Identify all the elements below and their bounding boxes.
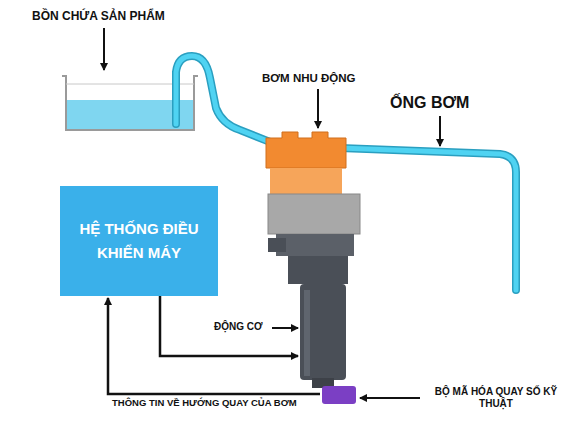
motor xyxy=(300,284,346,380)
box-text: HỆ THỐNG ĐIỀU KHIỂN MÁY xyxy=(68,217,210,265)
tube-label: ỐNG BƠM xyxy=(390,94,500,112)
encoder xyxy=(322,386,356,404)
leader-arrow xyxy=(360,397,420,399)
feedback-wire xyxy=(108,298,320,394)
leader-arrow xyxy=(317,89,319,128)
pump-tube xyxy=(176,56,516,290)
control-box: HỆ THỐNG ĐIỀU KHIỂN MÁY xyxy=(60,186,218,296)
motor-label: ĐỘNG CƠ xyxy=(214,321,270,333)
motor-flange xyxy=(276,234,354,256)
motor-coupling xyxy=(288,256,348,284)
pump-block xyxy=(268,194,360,234)
motor-highlight xyxy=(304,290,310,376)
motor-flange-tab xyxy=(268,238,286,252)
encoder-label: BỘ MÃ HÓA QUAY SỐ KỸ THUẬT xyxy=(426,386,566,409)
pump-tube-outline xyxy=(176,56,516,290)
feedback-label: THÔNG TIN VỀ HƯỚNG QUAY CỦA BƠM xyxy=(112,398,317,409)
peristaltic-pump-head xyxy=(266,132,346,168)
pump-head-base xyxy=(270,168,342,194)
leader-arrow xyxy=(103,28,105,70)
leader-arrow xyxy=(439,116,441,146)
control-wire xyxy=(160,296,298,356)
tank-label: BỒN CHỨA SẢN PHẨM xyxy=(32,10,212,24)
leader-arrow xyxy=(272,327,298,329)
pump-label: BƠM NHU ĐỘNG xyxy=(262,72,382,85)
